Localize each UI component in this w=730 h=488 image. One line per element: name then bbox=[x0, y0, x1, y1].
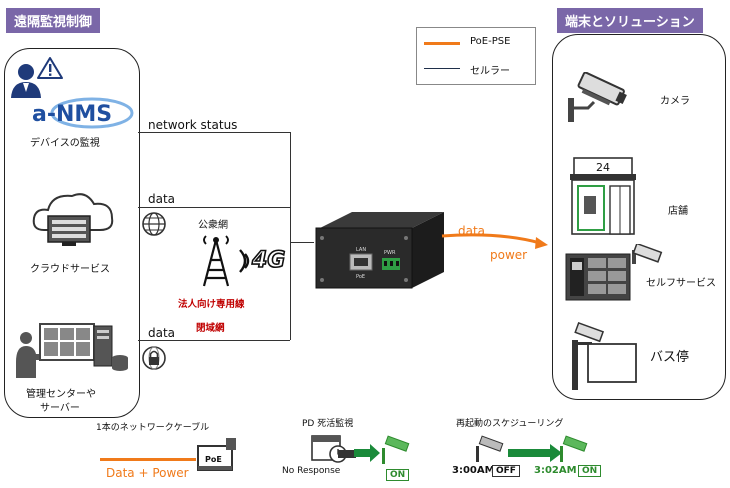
camera-label: カメラ bbox=[660, 96, 690, 107]
bus-stop-icon bbox=[572, 322, 637, 390]
store-icon: 24 bbox=[570, 157, 636, 235]
warning-icon bbox=[37, 57, 63, 79]
a-nms-logo-text: a-NMS bbox=[32, 102, 112, 127]
admin-user-icon bbox=[11, 64, 41, 98]
center-label-line1: 管理センターや bbox=[26, 389, 96, 400]
cloud-service-label: クラウドサービス bbox=[30, 264, 110, 275]
center-label-line2: サーバー bbox=[40, 403, 80, 414]
green-arrow-2 bbox=[508, 444, 562, 462]
public-network-label: 公衆網 bbox=[198, 220, 228, 231]
poe-port-label: PoE bbox=[356, 274, 365, 280]
time-3-02am: 3:02AM bbox=[534, 465, 577, 476]
poe-power-label: power bbox=[490, 248, 528, 262]
camera-on-icon-2 bbox=[560, 435, 588, 462]
device-link-line bbox=[290, 242, 314, 243]
left-title: 遠隔監視制御 bbox=[6, 8, 101, 33]
camera-before-icon bbox=[476, 435, 504, 462]
no-response-label: No Response bbox=[282, 466, 341, 476]
pwr-port-label: PWR bbox=[384, 250, 396, 256]
data-top-line bbox=[138, 207, 290, 208]
cellular-legend-label: セルラー bbox=[470, 66, 510, 77]
network-status-line bbox=[138, 132, 290, 133]
poe-data-label: data bbox=[458, 224, 486, 238]
a-nms-logo: a-NMS bbox=[32, 97, 134, 129]
data-bottom-label: data bbox=[148, 326, 176, 340]
4g-label: 4G bbox=[251, 247, 286, 274]
store-sign-text: 24 bbox=[596, 161, 610, 174]
closed-network-label: 閉域網 bbox=[196, 323, 225, 334]
poe-arrow bbox=[441, 233, 548, 249]
single-cable-caption: 1本のネットワークケーブル bbox=[96, 423, 210, 433]
secure-globe-icon bbox=[142, 346, 166, 370]
self-service-icon bbox=[565, 244, 663, 301]
cell-tower-icon bbox=[202, 235, 230, 287]
poe-box-text: PoE bbox=[205, 455, 222, 464]
poe-legend-label: PoE-PSE bbox=[470, 36, 511, 47]
legend-box bbox=[416, 27, 536, 85]
camera-on-icon-1 bbox=[382, 435, 410, 464]
poe-legend-swatch bbox=[424, 42, 460, 45]
time-3-00am: 3:00AM bbox=[452, 465, 495, 476]
data-top-label: data bbox=[148, 192, 176, 206]
green-arrow-1 bbox=[354, 444, 380, 462]
camera-icon bbox=[568, 72, 627, 122]
lan-port-label: LAN bbox=[356, 247, 366, 253]
cloud-service-icon bbox=[32, 193, 114, 246]
poe-router-device: LAN PoE PWR bbox=[315, 212, 444, 289]
self-service-label: セルフサービス bbox=[646, 278, 716, 289]
network-status-label: network status bbox=[148, 118, 238, 132]
off-badge: OFF bbox=[492, 465, 520, 477]
device-monitor-label: デバイスの監視 bbox=[30, 138, 100, 149]
globe-icon bbox=[142, 212, 166, 236]
pd-monitor-caption: PD 死活監視 bbox=[302, 419, 354, 429]
data-bottom-line bbox=[138, 340, 290, 341]
camera-off-icon bbox=[338, 450, 356, 458]
aggregate-vertical-line bbox=[290, 132, 291, 340]
store-label: 店舗 bbox=[668, 206, 688, 217]
bus-stop-label: バス停 bbox=[650, 350, 690, 365]
signal-waves-icon bbox=[239, 249, 250, 273]
on-badge-2: ON bbox=[578, 465, 602, 477]
cellular-legend-swatch bbox=[424, 68, 460, 69]
private-line-label: 法人向け専用線 bbox=[178, 299, 245, 310]
data-power-cable bbox=[100, 458, 196, 461]
management-center-icon bbox=[16, 323, 128, 378]
reboot-schedule-caption: 再起動のスケジューリング bbox=[456, 419, 564, 429]
data-power-label: Data + Power bbox=[106, 466, 189, 480]
right-title: 端末とソリューション bbox=[557, 8, 703, 33]
poe-injector-icon: PoE bbox=[197, 438, 236, 471]
on-badge-1: ON bbox=[386, 469, 410, 481]
